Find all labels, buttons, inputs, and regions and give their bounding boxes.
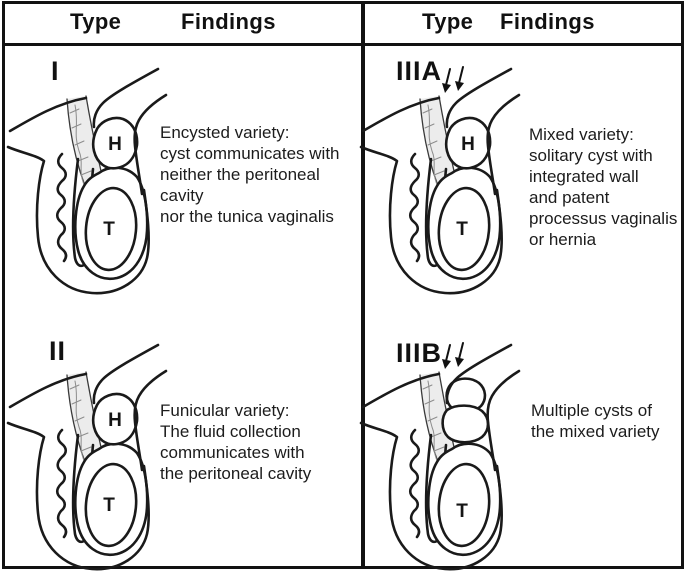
column-header-type-right: Type bbox=[422, 9, 474, 34]
type-ii-findings-text: Funicular variety: The fluid collection … bbox=[160, 401, 312, 483]
panel-divider bbox=[361, 1, 365, 569]
hydrocele-diagram-type-iiia: H T bbox=[359, 66, 521, 295]
inguinal-canal-outer bbox=[445, 343, 513, 405]
scrotal-sac-outline bbox=[6, 421, 150, 571]
testis-outline bbox=[84, 462, 138, 548]
column-header-findings-right: Findings bbox=[500, 9, 595, 34]
cell-type-ii: II H T Funicular variety: The flui bbox=[5, 328, 361, 572]
scrotal-sac-outline bbox=[6, 145, 150, 295]
cell-type-iiib: IIIB T bbox=[359, 328, 680, 572]
down-arrows-icon bbox=[442, 66, 464, 93]
hydrocele-diagram-type-ii: H T bbox=[6, 343, 168, 571]
cell-type-i: I H T Encysted variety: cyst commu bbox=[5, 46, 361, 328]
spermatic-cord-hatching bbox=[419, 371, 457, 463]
hydrocele-cyst bbox=[91, 392, 139, 446]
scrotal-sac-outline bbox=[359, 145, 503, 295]
hydrocele-diagram-type-i: H T bbox=[6, 67, 168, 295]
inguinal-canal-inner bbox=[133, 369, 168, 472]
testis-letter: T bbox=[456, 219, 468, 240]
type-iiib-label: IIIB bbox=[396, 338, 443, 368]
epididymis-wavy-line bbox=[55, 428, 68, 539]
down-arrows-icon bbox=[442, 342, 464, 369]
type-ii-label: II bbox=[49, 336, 67, 366]
testis-outline bbox=[84, 186, 138, 272]
inguinal-canal-inner bbox=[486, 93, 521, 196]
inguinal-canal-outer bbox=[92, 343, 160, 405]
hydrocele-diagram-type-iiib: T bbox=[359, 342, 521, 571]
testis-letter: T bbox=[103, 495, 115, 516]
column-header-type-left: Type bbox=[70, 9, 122, 34]
column-header-findings-left: Findings bbox=[181, 9, 276, 34]
scrotal-sac-outline bbox=[359, 421, 503, 571]
groin-line bbox=[361, 96, 441, 133]
inguinal-canal-outer bbox=[92, 67, 160, 129]
header-separator bbox=[2, 43, 684, 46]
cell-type-iiia: IIIA H T bbox=[359, 46, 680, 328]
hydrocele-cyst bbox=[91, 116, 139, 170]
hydrocele-letter: H bbox=[461, 134, 475, 155]
groin-line bbox=[8, 372, 88, 409]
groin-line bbox=[8, 96, 88, 133]
testis-letter: T bbox=[103, 219, 115, 240]
epididymis-wavy-line bbox=[55, 152, 68, 263]
type-iiia-label: IIIA bbox=[396, 56, 443, 86]
groin-line bbox=[361, 372, 441, 409]
inguinal-canal-inner bbox=[486, 369, 521, 472]
testis-outline bbox=[437, 462, 491, 548]
hydrocele-letter: H bbox=[108, 134, 122, 155]
testis-outline bbox=[437, 186, 491, 272]
type-i-findings-text: Encysted variety: cyst communicates with… bbox=[160, 123, 340, 226]
testis-letter: T bbox=[456, 501, 468, 522]
hydrocele-cyst bbox=[444, 116, 492, 170]
hydrocele-letter: H bbox=[108, 410, 122, 431]
type-iiia-findings-text: Mixed variety: solitary cyst with integr… bbox=[529, 125, 678, 249]
inguinal-canal-outer bbox=[445, 67, 513, 129]
inguinal-canal-inner bbox=[133, 93, 168, 196]
type-iiib-findings-text: Multiple cysts of the mixed variety bbox=[531, 401, 660, 441]
lower-cyst bbox=[441, 404, 490, 444]
type-i-label: I bbox=[51, 56, 60, 86]
epididymis-wavy-line bbox=[408, 152, 421, 263]
epididymis-wavy-line bbox=[408, 428, 421, 539]
